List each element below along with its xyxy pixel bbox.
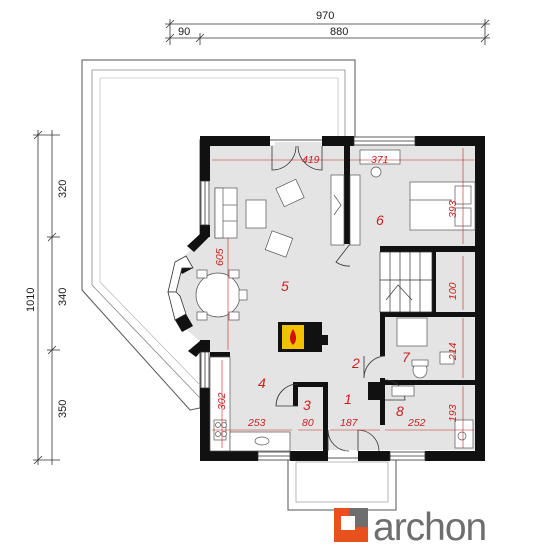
room-dim-214: 214 xyxy=(447,342,459,361)
outer-walls xyxy=(175,136,485,461)
room-dim-371: 371 xyxy=(371,154,389,166)
room-dim-253: 253 xyxy=(247,417,266,429)
room-number-3: 3 xyxy=(303,397,311,413)
dim-left-top: 320 xyxy=(57,180,69,198)
fireplace xyxy=(278,322,328,352)
room-dim-419: 419 xyxy=(302,154,320,166)
room-dim-393: 393 xyxy=(447,200,459,218)
room-dim-252: 252 xyxy=(407,417,426,429)
room-number-2: 2 xyxy=(351,355,360,371)
dim-left-total: 1010 xyxy=(25,288,37,312)
furniture xyxy=(195,149,476,452)
room-number-4: 4 xyxy=(258,375,266,391)
dim-top-right: 880 xyxy=(330,26,348,38)
dim-top-total: 970 xyxy=(316,10,334,22)
room-number-1: 1 xyxy=(344,391,352,407)
room-dimension-lines xyxy=(212,148,474,448)
room-number-8: 8 xyxy=(396,403,404,419)
dim-left-mid: 340 xyxy=(57,288,69,306)
room-dim-187: 187 xyxy=(340,417,359,429)
outer-dimension-lines xyxy=(33,19,490,465)
room-dim-193: 193 xyxy=(447,404,459,422)
room-dim-100: 100 xyxy=(447,282,459,300)
archon-logo: archon xyxy=(334,506,487,549)
room-dim-605: 605 xyxy=(214,248,226,266)
room-number-6: 6 xyxy=(376,212,384,228)
room-number-5: 5 xyxy=(281,278,289,294)
room-dim-302: 302 xyxy=(216,392,228,410)
front-porch xyxy=(287,457,397,511)
interior-walls xyxy=(210,146,475,451)
windows xyxy=(167,136,426,461)
stairs xyxy=(379,251,475,313)
dim-top-left: 90 xyxy=(178,26,190,38)
logo-text: archon xyxy=(373,506,486,549)
dim-left-bottom: 350 xyxy=(57,400,69,418)
room-dim-80: 80 xyxy=(302,417,314,429)
room-number-7: 7 xyxy=(402,349,411,365)
